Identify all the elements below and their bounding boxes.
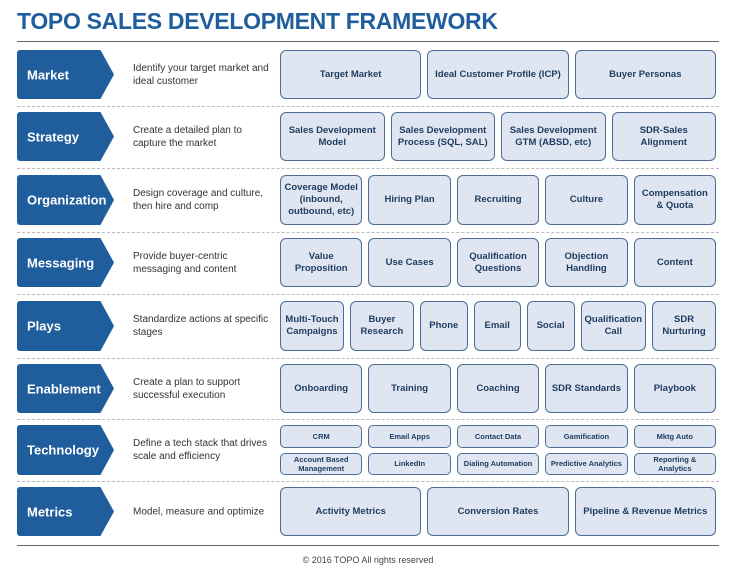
- framework-box[interactable]: Coverage Model (inbound, outbound, etc): [280, 175, 363, 225]
- framework-box[interactable]: Culture: [545, 175, 628, 225]
- row-description: Provide buyer-centric messaging and cont…: [133, 250, 237, 275]
- row-organization: Organization Design coverage and culture,…: [17, 175, 717, 225]
- framework-box[interactable]: SDR Nurturing: [652, 301, 716, 351]
- chevron-messaging: Messaging: [17, 238, 114, 287]
- title-divider: [17, 41, 719, 42]
- framework-box[interactable]: Playbook: [633, 364, 717, 413]
- framework-box[interactable]: SDR-Sales Alignment: [611, 112, 716, 161]
- framework-box[interactable]: Objection Handling: [545, 238, 628, 287]
- framework-box[interactable]: Target Market: [280, 50, 422, 99]
- framework-box[interactable]: Sales Development GTM (ABSD, etc): [501, 112, 606, 161]
- row-separator: [17, 481, 719, 482]
- chevron-enablement: Enablement: [17, 364, 114, 413]
- chevron-organization: Organization: [17, 175, 114, 225]
- row-separator: [17, 168, 719, 169]
- framework-box[interactable]: Gamification: [545, 425, 628, 448]
- chevron-strategy: Strategy: [17, 112, 114, 161]
- framework-box[interactable]: SDR Standards: [545, 364, 628, 413]
- row-description: Create a plan to support successful exec…: [133, 376, 241, 401]
- row-description: Model, measure and optimize: [133, 506, 265, 517]
- row-label: Organization: [27, 192, 107, 208]
- chevron-technology: Technology: [17, 425, 114, 475]
- row-plays: Plays Standardize actions at specific sta…: [17, 301, 716, 351]
- row-label: Metrics: [27, 504, 73, 519]
- page-title: TOPO SALES DEVELOPMENT FRAMEWORK: [17, 8, 498, 34]
- framework-box[interactable]: Multi-Touch Campaigns: [280, 301, 344, 351]
- row-description: Identify your target market and ideal cu…: [133, 62, 269, 87]
- framework-box[interactable]: Buyer Personas: [574, 50, 716, 99]
- framework-box[interactable]: Dialing Automation: [456, 452, 540, 475]
- framework-box[interactable]: Qualification Call: [580, 301, 647, 351]
- chevron-metrics: Metrics: [17, 487, 114, 536]
- row-technology: Technology Define a tech stack that drive…: [17, 425, 717, 475]
- row-label: Messaging: [27, 255, 95, 270]
- row-separator: [17, 106, 719, 107]
- row-separator: [17, 294, 719, 295]
- row-description: Standardize actions at specific stages: [133, 314, 269, 338]
- framework-box[interactable]: Recruiting: [456, 175, 540, 225]
- row-description: Create a detailed plan to capture the ma…: [133, 124, 242, 149]
- framework-box[interactable]: Phone: [419, 301, 468, 351]
- row-label: Enablement: [27, 381, 101, 396]
- row-separator: [17, 419, 719, 420]
- framework-box[interactable]: Value Proposition: [280, 238, 363, 287]
- framework-box[interactable]: LinkedIn: [368, 452, 451, 475]
- chevron-market: Market: [17, 50, 114, 99]
- framework-box[interactable]: Email Apps: [368, 425, 451, 448]
- framework-box[interactable]: Social: [526, 301, 575, 351]
- framework-box[interactable]: Contact Data: [456, 425, 540, 448]
- row-strategy: Strategy Create a detailed plan to captur…: [17, 112, 716, 161]
- framework-box[interactable]: Hiring Plan: [368, 175, 451, 225]
- row-separator: [17, 232, 719, 233]
- footer-copyright: © 2016 TOPO All rights reserved: [302, 555, 434, 565]
- framework-box[interactable]: Account Based Management: [280, 452, 363, 475]
- framework-box[interactable]: Compensation & Quota: [633, 175, 717, 225]
- framework-box[interactable]: Email: [473, 301, 521, 351]
- chevron-plays: Plays: [17, 301, 114, 351]
- row-label: Plays: [27, 318, 61, 334]
- row-description: Design coverage and culture, then hire a…: [133, 188, 264, 212]
- framework-box[interactable]: CRM: [280, 425, 363, 448]
- framework-box[interactable]: Activity Metrics: [280, 487, 422, 536]
- framework-box[interactable]: Buyer Research: [349, 301, 414, 351]
- framework-box[interactable]: Ideal Customer Profile (ICP): [427, 50, 569, 99]
- framework-box[interactable]: Pipeline & Revenue Metrics: [574, 487, 716, 536]
- row-market: Market Identify your target market and id…: [17, 50, 716, 99]
- framework-box[interactable]: Mktg Auto: [633, 425, 717, 448]
- row-messaging: Messaging Provide buyer-centric messaging…: [17, 238, 717, 287]
- framework-box[interactable]: Content: [633, 238, 717, 287]
- row-label: Strategy: [27, 129, 80, 144]
- framework-box[interactable]: Training: [368, 364, 451, 413]
- framework-box[interactable]: Predictive Analytics: [545, 452, 628, 475]
- row-description: Define a tech stack that drives scale an…: [133, 438, 267, 462]
- row-boxes: Coverage Model (inbound, outbound, etc)H…: [280, 175, 717, 225]
- framework-box[interactable]: Sales Development Model: [280, 112, 385, 161]
- row-enablement: Enablement Create a plan to support succe…: [17, 364, 717, 413]
- framework-box[interactable]: Sales Development Process (SQL, SAL): [390, 112, 495, 161]
- framework-box[interactable]: Use Cases: [368, 238, 451, 287]
- framework-box[interactable]: Conversion Rates: [427, 487, 569, 536]
- row-label: Technology: [27, 442, 99, 458]
- framework-box[interactable]: Qualification Questions: [456, 238, 540, 287]
- row-separator: [17, 358, 719, 359]
- framework-box[interactable]: Coaching: [456, 364, 540, 413]
- framework-box[interactable]: Reporting & Analytics: [633, 452, 717, 475]
- footer-divider: [17, 545, 719, 546]
- framework-box[interactable]: Onboarding: [280, 364, 363, 413]
- row-metrics: Metrics Model, measure and optimize Activi…: [17, 487, 716, 536]
- row-label: Market: [27, 67, 69, 82]
